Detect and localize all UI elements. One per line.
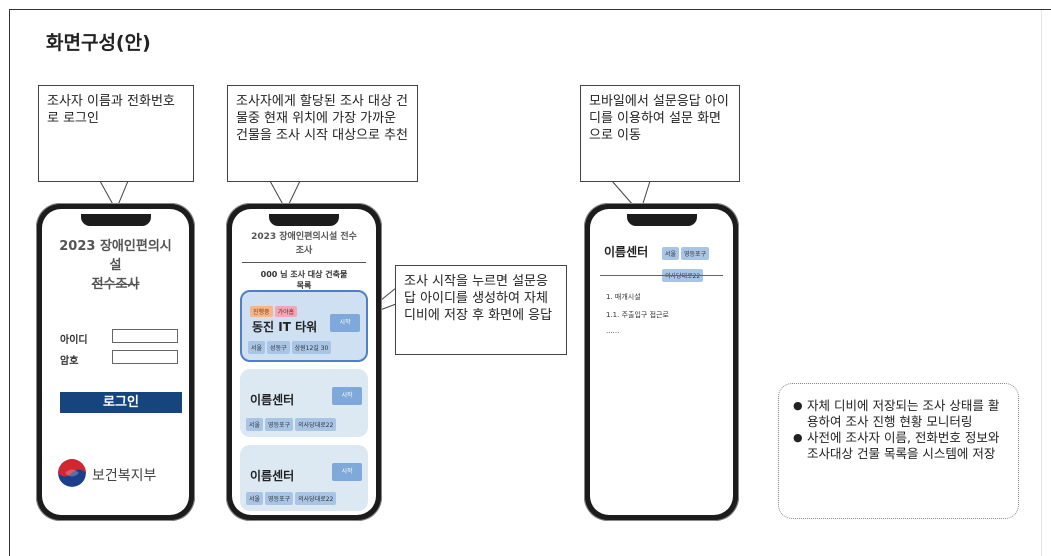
login-title-line1: 2023 장애인편의시 — [59, 239, 172, 254]
phone-notch — [80, 214, 151, 226]
login-button[interactable]: 로그인 — [60, 392, 182, 413]
list-subtitle-line1: 000 님 조사 대상 건축물 — [260, 270, 348, 279]
password-label: 암호 — [60, 356, 79, 367]
tag-district: 영등포구 — [265, 418, 294, 431]
list-subtitle: 000 님 조사 대상 건축물 목록 — [232, 269, 376, 291]
password-input[interactable] — [112, 350, 178, 364]
status-badge: 진행중 — [250, 306, 273, 317]
tag-city: 서울 — [246, 492, 264, 505]
login-title: 2023 장애인편의시 설 전수조사 — [42, 237, 189, 294]
note-item: 사전에 조사자 이름, 전화번호 정보와 조사대상 건물 목록을 시스템에 저장 — [793, 430, 1004, 462]
phone-list-screen: 2023 장애인편의시설 전수 조사 000 님 조사 대상 건축물 목록 진행… — [232, 209, 376, 515]
status-badge: 가야흡 — [274, 306, 298, 317]
callout-recommend: 조사자에게 할당된 조사 대상 건물중 현재 위치에 가장 가까운 건물을 조사… — [227, 85, 418, 182]
tag-district: 영등포구 — [681, 247, 710, 260]
id-input[interactable] — [112, 329, 178, 343]
tag-address: 상원12길 30 — [291, 341, 332, 354]
list-divider — [242, 262, 366, 263]
tag-district: 영등포구 — [265, 492, 294, 505]
phone-login-screen: 2023 장애인편의시 설 전수조사 아이디 암호 로그인 보건복지부 — [42, 209, 189, 515]
list-subtitle-line2: 목록 — [296, 281, 312, 290]
phone-notch — [269, 214, 339, 226]
building-name: 이름센터 — [250, 469, 295, 483]
start-survey-button[interactable]: 시작 — [330, 314, 360, 332]
phone-building-list: 2023 장애인편의시설 전수 조사 000 님 조사 대상 건축물 목록 진행… — [226, 203, 382, 521]
tag-city: 서울 — [248, 341, 266, 354]
tag-city: 서울 — [662, 247, 680, 260]
tag-address: 의사당대로22 — [295, 492, 337, 505]
note-item: 자체 디비에 저장되는 조사 상태를 활용하여 조사 진행 현황 모니터링 — [793, 398, 1004, 430]
callout-login: 조사자 이름과 전화번호로 로그인 — [38, 85, 194, 182]
phone-notch — [626, 214, 697, 226]
id-label: 아이디 — [60, 335, 88, 346]
slide-edge — [1041, 10, 1042, 556]
tag-address: 의사당대로22 — [295, 418, 337, 431]
list-title: 2023 장애인편의시설 전수 조사 — [232, 230, 376, 258]
slide-frame — [9, 9, 1051, 556]
survey-item: ...... — [606, 327, 620, 335]
survey-item[interactable]: 1.1. 주출입구 접근로 — [606, 311, 669, 319]
login-title-line3: 전수조사 — [91, 277, 140, 292]
list-title-line1: 2023 장애인편의시설 전수 — [251, 232, 357, 242]
survey-divider — [600, 275, 723, 276]
survey-building-name: 이름센터 — [604, 245, 649, 259]
survey-item[interactable]: 1. 매개시설 — [606, 293, 641, 301]
building-name: 동진 IT 타워 — [252, 320, 318, 334]
callout-mobile: 모바일에서 설문응답 아이디를 이용하여 설문 화면으로 이동 — [580, 85, 740, 182]
organization-name: 보건복지부 — [92, 468, 157, 484]
government-logo-icon — [58, 459, 86, 487]
list-title-line2: 조사 — [295, 246, 313, 256]
start-survey-button[interactable]: 시작 — [332, 387, 362, 405]
callout-start: 조사 시작을 누르면 설문응답 아이디를 생성하여 자체 디비에 저장 후 화면… — [395, 265, 567, 355]
building-name: 이름센터 — [250, 393, 295, 407]
tag-city: 서울 — [246, 418, 264, 431]
login-title-line2: 설 — [109, 258, 122, 273]
tag-district: 성동구 — [267, 341, 290, 354]
page-title: 화면구성(안) — [46, 32, 151, 54]
notes-box: 자체 디비에 저장되는 조사 상태를 활용하여 조사 진행 현황 모니터링 사전… — [778, 383, 1019, 519]
start-survey-button[interactable]: 시작 — [332, 463, 362, 481]
phone-login: 2023 장애인편의시 설 전수조사 아이디 암호 로그인 보건복지부 — [36, 203, 195, 521]
